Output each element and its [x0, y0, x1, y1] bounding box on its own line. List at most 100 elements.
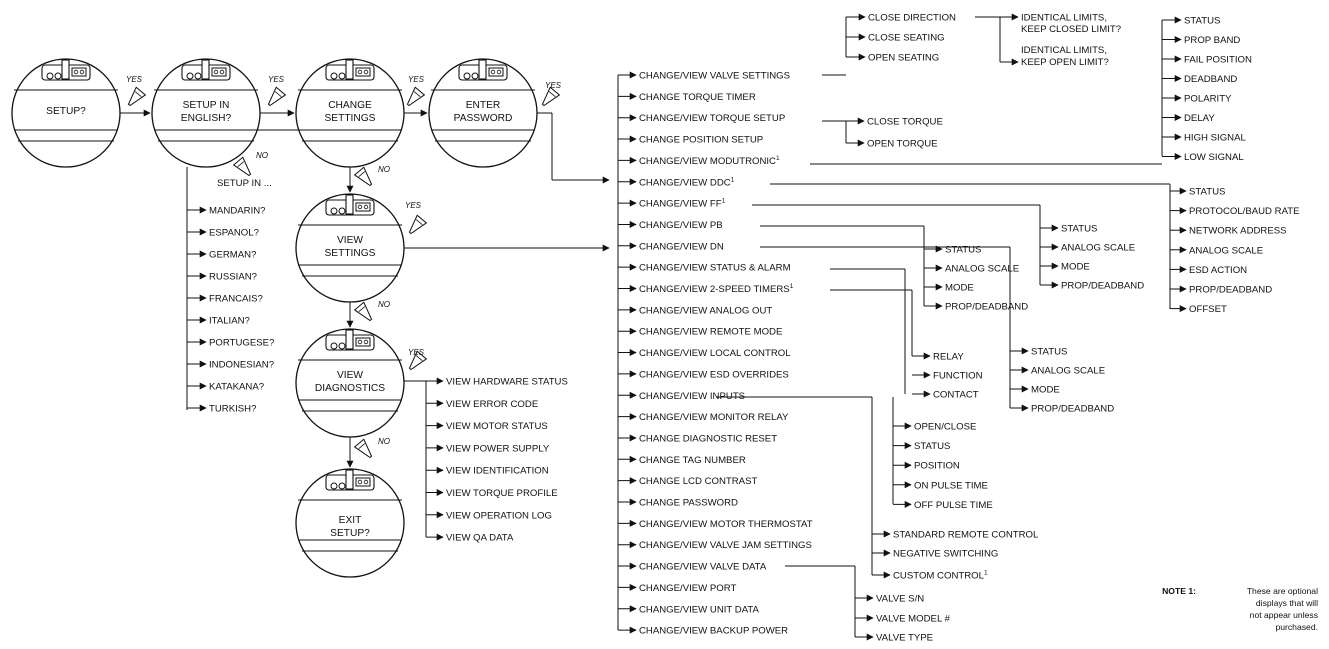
main-menu-list: CHANGE/VIEW VALVE SETTINGS CHANGE TORQUE … [617, 71, 813, 637]
screen-change-settings: CHANGE SETTINGS [295, 58, 405, 168]
circle-text: SETUP? [46, 106, 86, 117]
pb-option: ANALOG SCALE [945, 264, 1019, 275]
menu-item: CHANGE/VIEW VALVE SETTINGS [639, 71, 790, 82]
inputs-control-option: STANDARD REMOTE CONTROL [893, 530, 1039, 541]
yes-label: YES [126, 75, 143, 84]
ff-option: STATUS [1061, 224, 1097, 235]
valve-data-option: VALVE MODEL # [876, 614, 951, 625]
screen-exit-setup: EXIT SETUP? [295, 468, 405, 578]
circle-text: SETUP? [330, 528, 370, 539]
menu-item: CHANGE DIAGNOSTIC RESET [639, 433, 777, 444]
timers-option: FUNCTION [933, 371, 983, 382]
language-list: SETUP IN ... MANDARIN?ESPANOL?GERMAN?RUS… [186, 167, 274, 415]
circle-text: VIEW [337, 235, 363, 246]
language-option: PORTUGESE? [209, 338, 274, 349]
circle-text: CHANGE [328, 100, 372, 111]
menu-item: CHANGE/VIEW DN [639, 241, 724, 252]
modutronic-option: DEADBAND [1184, 74, 1237, 85]
modutronic-option: HIGH SIGNAL [1184, 133, 1247, 144]
diagnostics-item: VIEW OPERATION LOG [446, 510, 552, 521]
diagnostics-item: VIEW HARDWARE STATUS [446, 377, 568, 388]
circle-text: PASSWORD [454, 113, 513, 124]
footnote: NOTE 1: These are optional displays that… [1162, 586, 1318, 632]
note-line: These are optional [1247, 586, 1318, 596]
close-direction-option: IDENTICAL LIMITS, [1021, 45, 1107, 56]
valve-data-option: VALVE TYPE [876, 633, 933, 644]
torque-setup-option: CLOSE TORQUE [867, 117, 943, 128]
menu-item: CHANGE/VIEW PB [639, 220, 723, 231]
circle-text: VIEW [337, 370, 363, 381]
menu-item: CHANGE/VIEW STATUS & ALARM [639, 263, 791, 274]
note-line: not appear unless [1250, 610, 1318, 620]
menu-item: CHANGE/VIEW UNIT DATA [639, 604, 760, 615]
modutronic-option: POLARITY [1184, 94, 1232, 105]
screen-view-diagnostics: VIEW DIAGNOSTICS [295, 328, 405, 438]
inputs-pulse-option: POSITION [914, 461, 960, 472]
inputs-pulse-option: STATUS [914, 441, 950, 452]
ddc-option: ANALOG SCALE [1189, 245, 1263, 256]
menu-item: CHANGE/VIEW DDC1 [639, 176, 735, 188]
modutronic-option: FAIL POSITION [1184, 55, 1252, 66]
menu-item: CHANGE/VIEW MODUTRONIC1 [639, 155, 780, 167]
screen-setup: SETUP? [11, 58, 121, 168]
footnote-marker: 1 [722, 198, 726, 205]
yes-label: YES [268, 75, 285, 84]
diagnostics-item: VIEW IDENTIFICATION [446, 466, 549, 477]
circle-text: ENTER [466, 100, 501, 111]
no-pointer-icon [233, 156, 255, 180]
footnote-marker: 1 [790, 283, 794, 290]
note-line: displays that will [1256, 598, 1318, 608]
ff-option: MODE [1061, 262, 1090, 273]
menu-item: CHANGE/VIEW PORT [639, 583, 737, 594]
no-label: NO [378, 165, 390, 174]
ddc-option: ESD ACTION [1189, 265, 1247, 276]
circle-text: SETTINGS [325, 248, 376, 259]
valve-settings-option: CLOSE DIRECTION [868, 13, 956, 24]
no-label: NO [378, 300, 390, 309]
valve-data-option: VALVE S/N [876, 594, 924, 605]
menu-item: CHANGE/VIEW BACKUP POWER [639, 626, 788, 637]
language-option: RUSSIAN? [209, 272, 257, 283]
yes-label: YES [408, 348, 425, 357]
no-pointer-icon [354, 438, 376, 462]
menu-item: CHANGE TORQUE TIMER [639, 92, 756, 103]
menu-item: CHANGE PASSWORD [639, 498, 738, 509]
footnote-marker: 1 [984, 570, 988, 577]
ff-option: ANALOG SCALE [1061, 243, 1135, 254]
menu-item: CHANGE/VIEW 2-SPEED TIMERS1 [639, 283, 794, 295]
inputs-pulse-option: OPEN/CLOSE [914, 422, 976, 433]
ff-option: PROP/DEADBAND [1061, 281, 1144, 292]
yes-pointer-icon [124, 86, 146, 110]
dn-option: PROP/DEADBAND [1031, 404, 1114, 415]
no-label: NO [256, 151, 268, 160]
language-option: KATAKANA? [209, 382, 264, 393]
note-line: purchased. [1275, 622, 1318, 632]
yes-label: YES [405, 201, 422, 210]
pb-option: PROP/DEADBAND [945, 302, 1028, 313]
valve-settings-option: OPEN SEATING [868, 53, 939, 64]
menu-item: CHANGE TAG NUMBER [639, 455, 746, 466]
menu-item: CHANGE POSITION SETUP [639, 135, 763, 146]
yes-label: YES [408, 75, 425, 84]
inputs-pulse-option: ON PULSE TIME [914, 480, 988, 491]
menu-item: CHANGE/VIEW TORQUE SETUP [639, 113, 785, 124]
circle-text: DIAGNOSTICS [315, 383, 385, 394]
menu-item: CHANGE/VIEW LOCAL CONTROL [639, 348, 791, 359]
screen-enter-password: ENTER PASSWORD [428, 58, 538, 168]
dn-option: MODE [1031, 385, 1060, 396]
menu-item: CHANGE/VIEW FF1 [639, 198, 726, 210]
diagnostics-item: VIEW POWER SUPPLY [446, 443, 550, 454]
circle-text: ENGLISH? [181, 113, 232, 124]
inputs-pulse-option: OFF PULSE TIME [914, 500, 993, 511]
dn-option: ANALOG SCALE [1031, 366, 1105, 377]
circle-text: EXIT [339, 515, 362, 526]
screen-setup-in-english: SETUP IN ENGLISH? [151, 58, 261, 168]
dn-option: STATUS [1031, 347, 1067, 358]
language-option: ITALIAN? [209, 316, 250, 327]
circle-text: SETUP IN [183, 100, 230, 111]
close-direction-option: KEEP CLOSED LIMIT? [1021, 24, 1121, 35]
language-option: GERMAN? [209, 250, 256, 261]
